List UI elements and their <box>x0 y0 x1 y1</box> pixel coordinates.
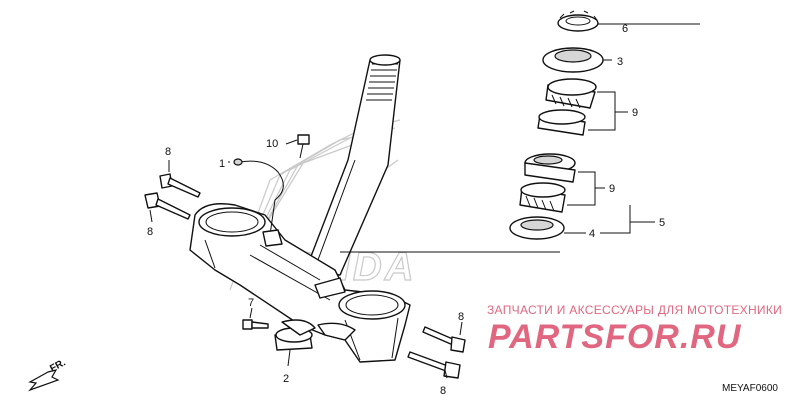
callout-2: 2 <box>283 373 289 385</box>
callout-9-upper: 9 <box>632 107 638 119</box>
upper-bearing-part-9 <box>537 78 597 136</box>
shop-logo: PARTSFOR.RU <box>488 318 742 356</box>
pinch-bolt-bottom-right <box>407 351 461 379</box>
pinch-bolt-bottom-left <box>144 192 191 220</box>
lower-bearing-part-9 <box>519 153 576 213</box>
callout-8-bottom-left: 8 <box>147 226 153 238</box>
callout-8-top-right: 8 <box>458 311 464 323</box>
callout-4: 4 <box>589 228 595 240</box>
front-direction-arrow: FR. <box>28 357 68 392</box>
pinch-bolt-top-left <box>159 173 201 198</box>
dust-seal-part-3 <box>542 47 604 73</box>
lock-nut-part-6 <box>557 10 599 32</box>
callout-7: 7 <box>248 297 254 309</box>
hose-guide-part-1 <box>233 158 284 247</box>
collar-part-2 <box>274 319 356 351</box>
bolt-part-10 <box>297 134 310 159</box>
callout-3: 3 <box>617 56 623 68</box>
callout-8-top-left: 8 <box>165 146 171 158</box>
steering-stem-shaft <box>304 54 401 276</box>
diagram-code: MEYAF0600 <box>722 383 778 394</box>
bolt-part-7 <box>242 319 269 330</box>
callout-1: 1 <box>219 158 225 170</box>
front-direction-label: FR. <box>48 357 68 374</box>
callout-10: 10 <box>266 138 278 150</box>
dust-seal-part-4 <box>509 216 565 240</box>
callout-5: 5 <box>659 217 665 229</box>
leader-lines <box>149 23 700 379</box>
shop-tagline: ЗАПЧАСТИ И АКСЕССУАРЫ ДЛЯ МОТОТЕХНИКИ <box>487 303 783 317</box>
callout-numbers: 6 3 9 9 4 5 1 10 8 8 7 2 8 8 <box>147 23 665 397</box>
callout-9-lower: 9 <box>609 183 615 195</box>
pinch-bolt-top-right <box>422 326 466 353</box>
callout-8-bottom-right: 8 <box>440 385 446 397</box>
callout-6: 6 <box>622 23 628 35</box>
